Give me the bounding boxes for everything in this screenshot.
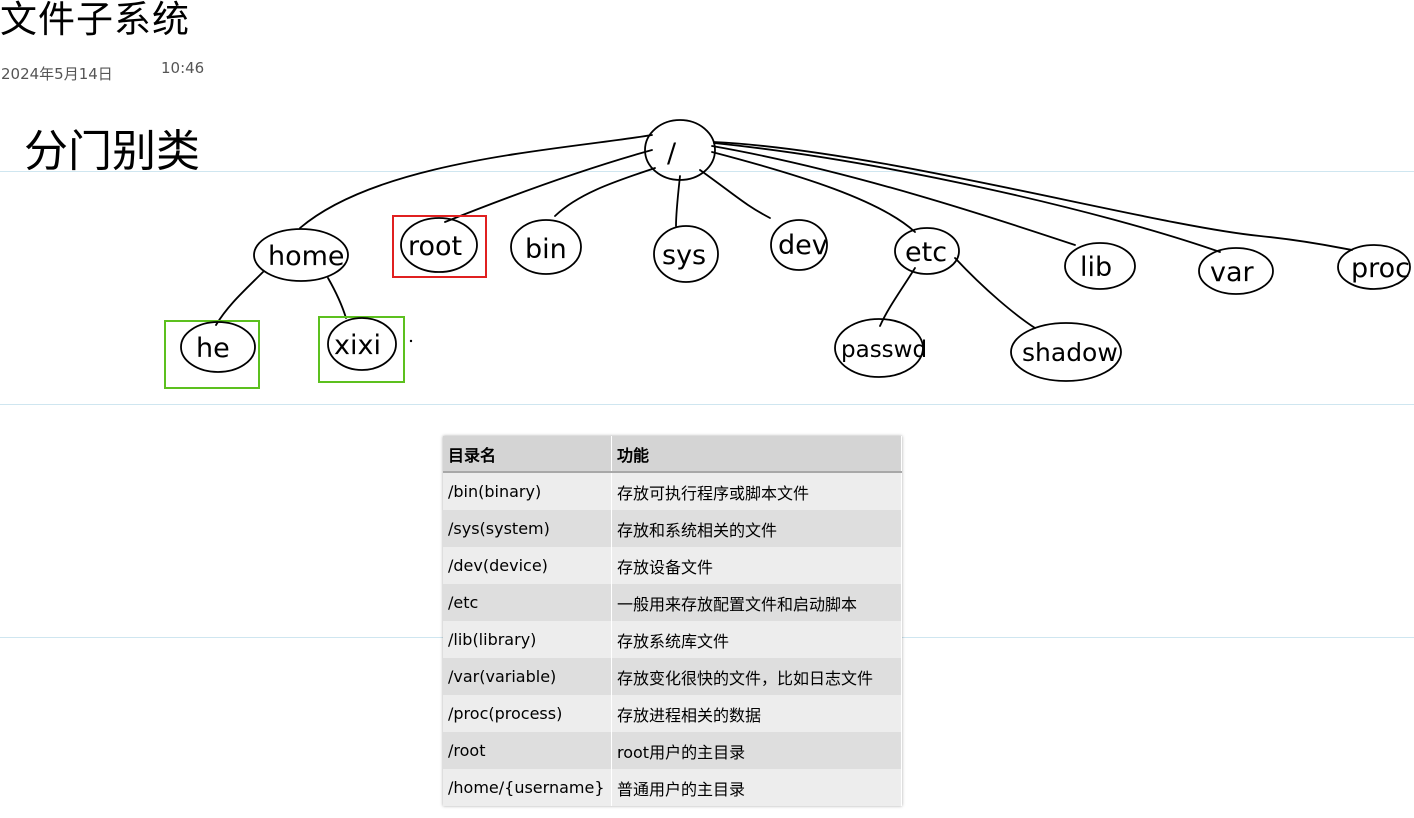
table-cell-function: 普通用户的主目录 (611, 769, 902, 806)
table-cell-dirname: /root (443, 732, 612, 769)
tree-node-root-slash: / (644, 119, 716, 181)
table-cell-dirname: /sys(system) (443, 510, 612, 547)
tree-node-root-label: root (408, 231, 462, 262)
tree-node-sys-label: sys (662, 240, 706, 271)
tree-node-sys: sys (653, 225, 719, 283)
table-row: /lib(library) 存放系统库文件 (443, 621, 902, 658)
table-cell-function: 存放系统库文件 (611, 621, 902, 658)
tree-node-root-dir: root (392, 215, 487, 278)
directory-table: 目录名 功能 /bin(binary) 存放可执行程序或脚本文件 /sys(sy… (443, 436, 902, 806)
tree-node-he: he (164, 320, 260, 389)
tree-node-passwd-label: passwd (841, 337, 927, 363)
tree-node-dev-label: dev (778, 230, 828, 261)
table-row: /dev(device) 存放设备文件 (443, 547, 902, 584)
table-cell-function: 存放和系统相关的文件 (611, 510, 902, 547)
tree-node-bin: bin (510, 219, 582, 275)
table-cell-function: 存放设备文件 (611, 547, 902, 584)
table-cell-function: 存放可执行程序或脚本文件 (611, 472, 902, 510)
table-cell-dirname: /lib(library) (443, 621, 612, 658)
tree-node-shadow: shadow (1010, 322, 1122, 382)
xixi-highlight-box (318, 316, 405, 383)
tree-node-proc-label: proc (1351, 253, 1410, 284)
page-time: 10:46 (161, 59, 205, 77)
tree-node-lib: lib (1064, 242, 1136, 290)
page-date: 2024年5月14日 (1, 65, 113, 83)
table-row: /var(variable) 存放变化很快的文件，比如日志文件 (443, 658, 902, 695)
table-cell-function: 一般用来存放配置文件和启动脚本 (611, 584, 902, 621)
table-cell-function: 存放变化很快的文件，比如日志文件 (611, 658, 902, 695)
tree-node-var-label: var (1210, 257, 1255, 288)
table-cell-dirname: /home/{username} (443, 769, 612, 806)
tree-node-proc: proc (1337, 244, 1411, 290)
tree-node-lib-label: lib (1080, 252, 1112, 283)
table-cell-dirname: /etc (443, 584, 612, 621)
sketch-heading: 分门别类 (24, 126, 200, 177)
tree-node-home: home (253, 228, 349, 282)
tree-node-var: var (1198, 247, 1274, 295)
table-row: /proc(process) 存放进程相关的数据 (443, 695, 902, 732)
table-row: /etc 一般用来存放配置文件和启动脚本 (443, 584, 902, 621)
table-cell-dirname: /var(variable) (443, 658, 612, 695)
page-title: 文件子系统 (0, 0, 190, 41)
table-row: /home/{username} 普通用户的主目录 (443, 769, 902, 806)
table-cell-function: 存放进程相关的数据 (611, 695, 902, 732)
tree-node-xixi: xixi (318, 316, 413, 383)
tree-node-root-slash-label: / (667, 138, 677, 169)
table-header-dirname: 目录名 (443, 436, 612, 473)
tree-node-xixi-label: xixi (334, 330, 381, 361)
table-row: /sys(system) 存放和系统相关的文件 (443, 510, 902, 547)
table-cell-dirname: /bin(binary) (443, 472, 612, 510)
tree-node-dev: dev (770, 219, 828, 271)
table-row: /bin(binary) 存放可执行程序或脚本文件 (443, 472, 902, 510)
tree-node-home-label: home (268, 241, 345, 272)
table-header-function: 功能 (611, 436, 902, 473)
tree-node-he-label: he (196, 333, 230, 364)
table-cell-dirname: /proc(process) (443, 695, 612, 732)
root-highlight-box (392, 215, 487, 278)
table-cell-dirname: /dev(device) (443, 547, 612, 584)
tree-node-bin-label: bin (525, 234, 567, 265)
table-cell-function: root用户的主目录 (611, 732, 902, 769)
ink-sketch: 分门别类 / home root bin sys (24, 119, 1411, 389)
tree-node-passwd: passwd (834, 318, 927, 378)
he-highlight-box (164, 320, 260, 389)
table-header-row: 目录名 功能 (443, 436, 902, 473)
tree-node-etc-label: etc (905, 237, 947, 268)
table-row: /root root用户的主目录 (443, 732, 902, 769)
tree-node-etc: etc (894, 227, 960, 275)
tree-node-shadow-label: shadow (1022, 338, 1118, 367)
